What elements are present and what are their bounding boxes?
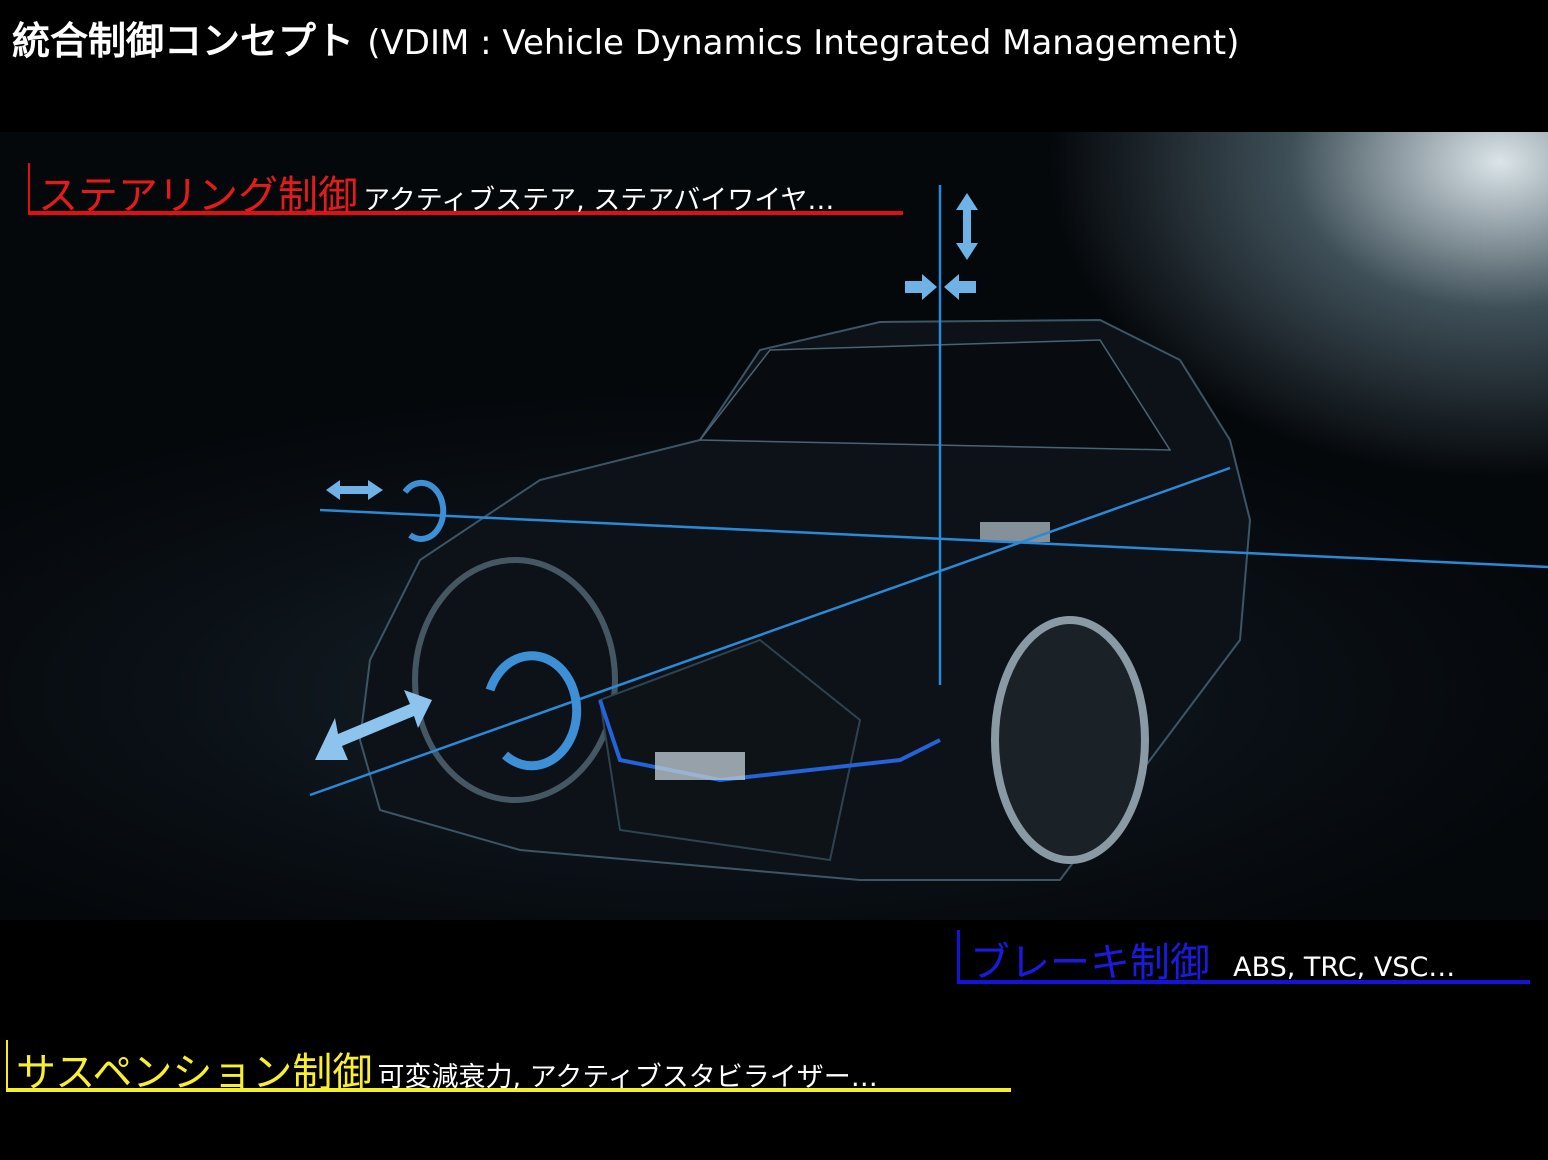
- title-main: 統合制御コンセプト: [12, 19, 355, 63]
- vehicle-illustration: [0, 132, 1548, 920]
- longitudinal-double-arrow-icon: [315, 690, 432, 760]
- suspension-heading: サスペンション制御: [16, 1050, 373, 1096]
- brake-actuator: [655, 752, 745, 780]
- inward-arrows-icon: [905, 274, 976, 300]
- rear-wheel: [991, 616, 1149, 864]
- title-sub: (VDIM : Vehicle Dynamics Integrated Mana…: [367, 23, 1240, 63]
- vertical-double-arrow-icon: [956, 193, 978, 260]
- brake-control-label: ブレーキ制御 ABS, TRC, VSC…: [957, 930, 1530, 986]
- horizontal-double-arrow-icon: [326, 480, 383, 500]
- steering-rack: [980, 522, 1050, 542]
- brake-heading: ブレーキ制御: [970, 940, 1210, 986]
- roll-rotation-icon: [402, 479, 447, 542]
- windshield: [698, 339, 1172, 451]
- front-wheel: [412, 557, 618, 803]
- brake-detail: ABS, TRC, VSC…: [1233, 952, 1456, 983]
- suspension-control-label: サスペンション制御 可変減衰力, アクティブスタビライザー…: [6, 1040, 1011, 1096]
- wheel-rotation-icon: [485, 651, 582, 771]
- steering-detail: アクティブステア, ステアバイワイヤ…: [363, 185, 835, 216]
- roll-axis-line: [319, 508, 1548, 569]
- grille: [598, 638, 862, 862]
- steering-control-label: ステアリング制御 アクティブステア, ステアバイワイヤ…: [28, 163, 903, 219]
- vehicle-diagram: [309, 185, 1548, 881]
- suspension-detail: 可変減衰力, アクティブスタビライザー…: [377, 1062, 878, 1093]
- pitch-axis-line: [309, 466, 1231, 797]
- slide-title: 統合制御コンセプト (VDIM : Vehicle Dynamics Integ…: [12, 10, 1239, 65]
- steering-heading: ステアリング制御: [38, 173, 358, 219]
